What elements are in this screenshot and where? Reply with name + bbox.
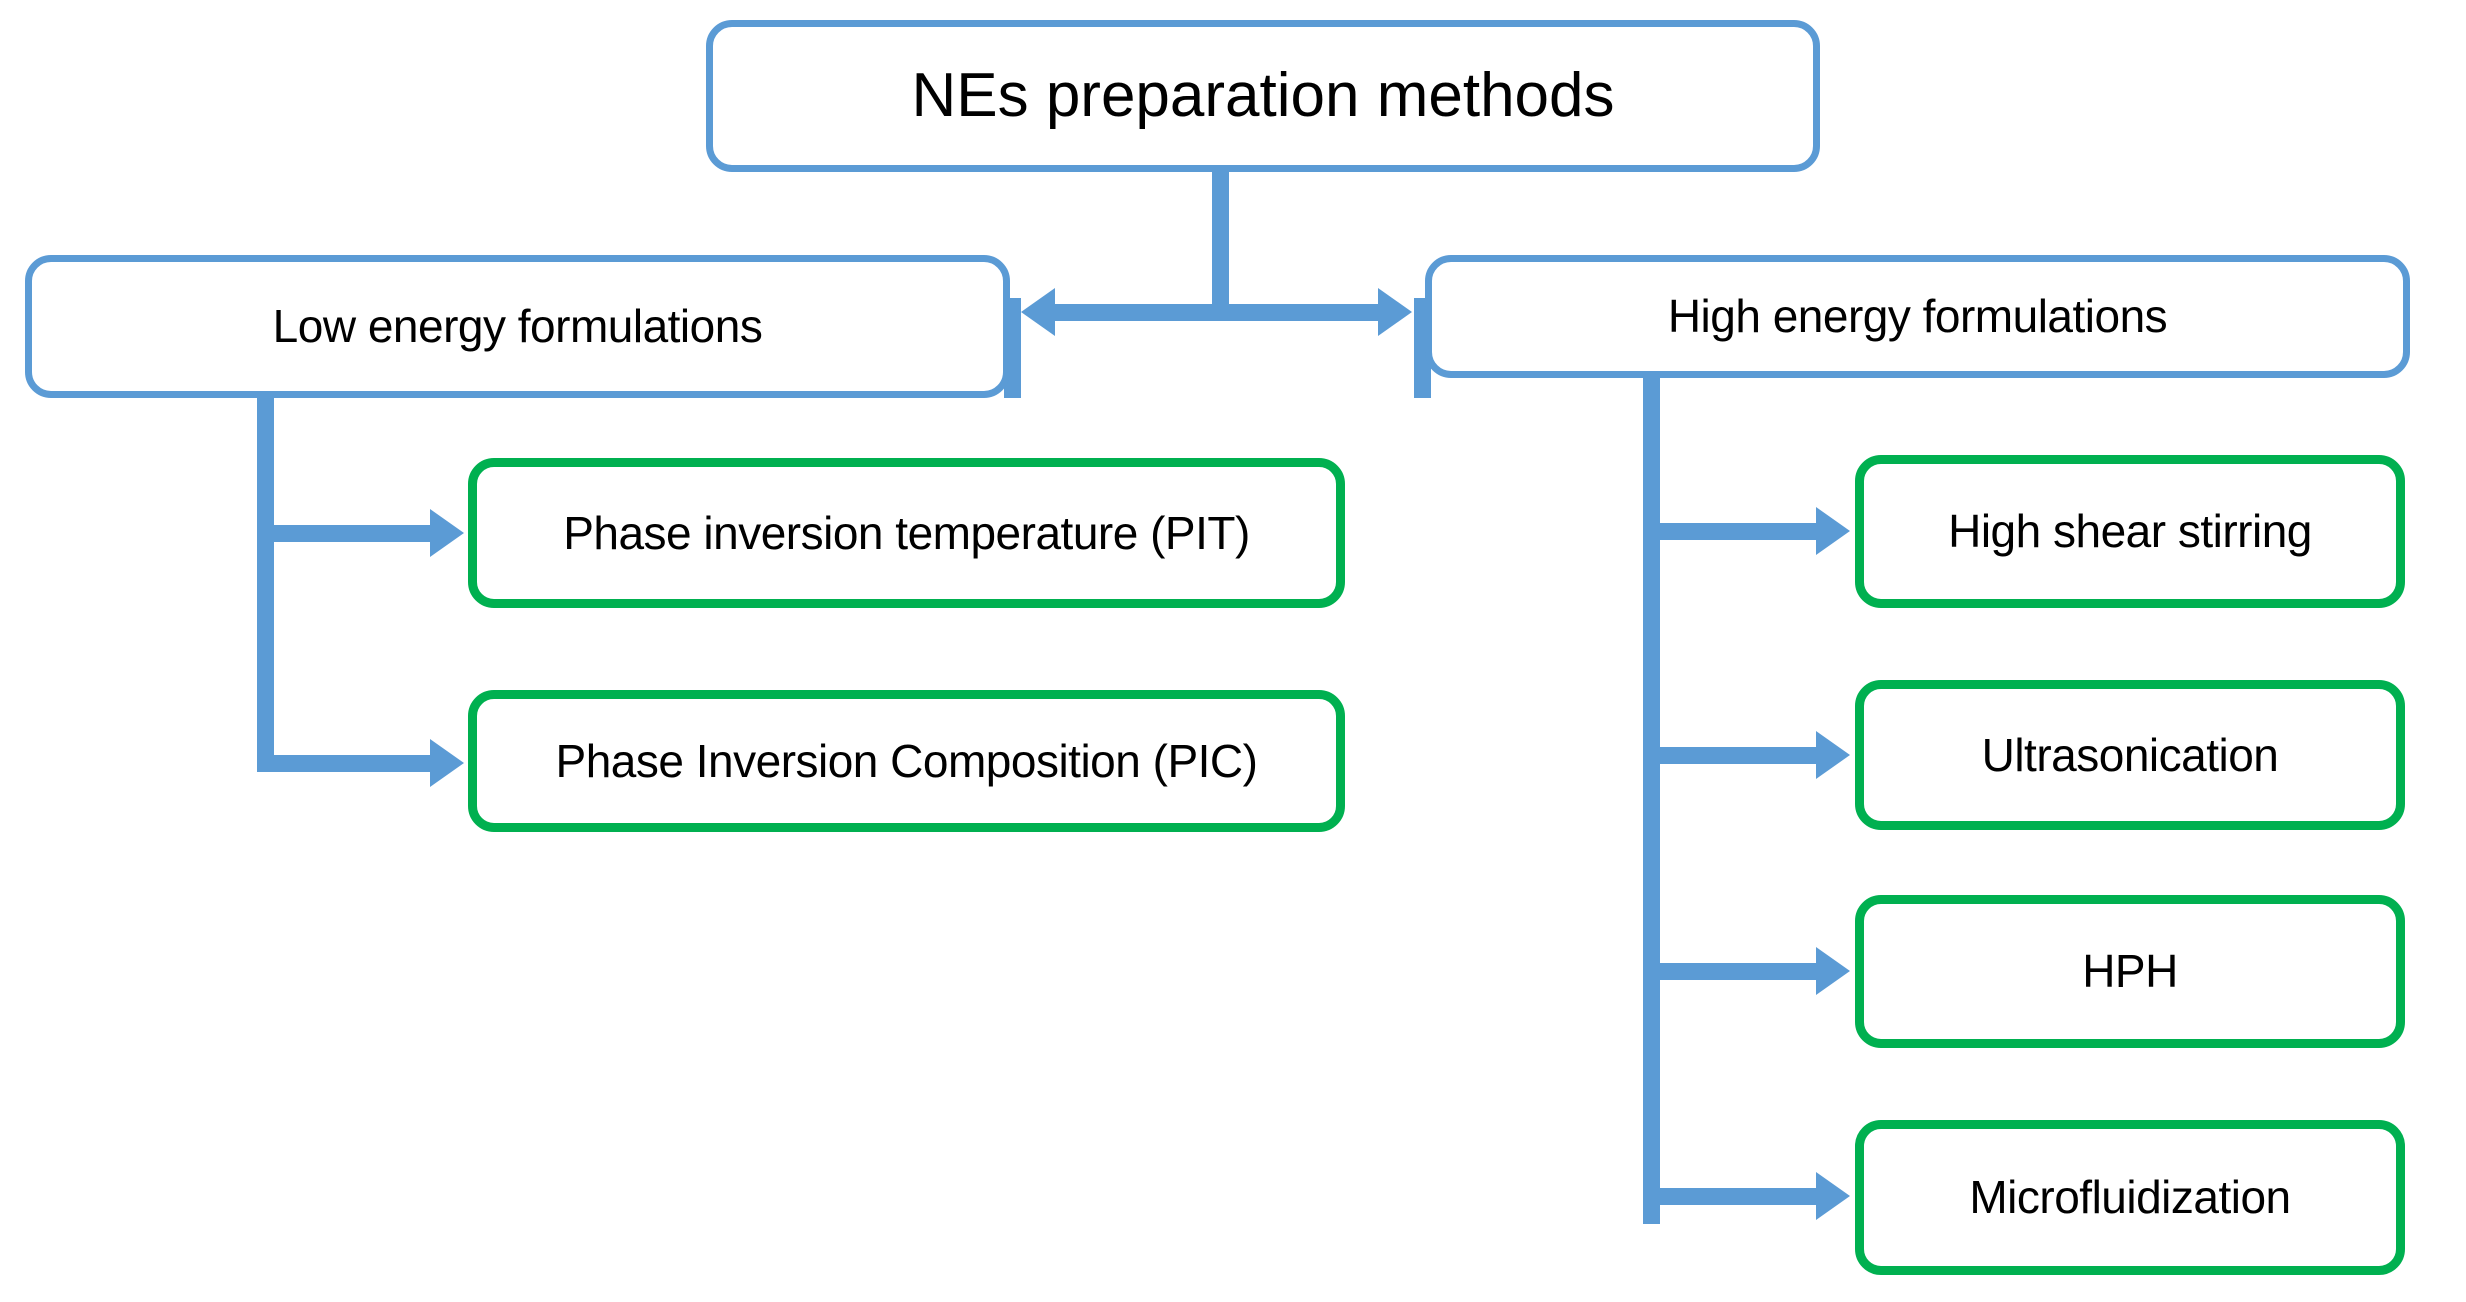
node-high-shear-stirring[interactable]: High shear stirring: [1855, 455, 2405, 608]
arrow-right-icon: [1816, 1172, 1850, 1220]
node-nes-preparation-methods[interactable]: NEs preparation methods: [706, 20, 1820, 172]
arrow-right-icon: [430, 509, 464, 557]
node-microfluidization[interactable]: Microfluidization: [1855, 1120, 2405, 1275]
node-label: Low energy formulations: [272, 300, 763, 353]
arrow-right-icon: [430, 739, 464, 787]
connector-low-to-pic: [257, 755, 432, 772]
connector-high-to-hph: [1643, 963, 1818, 980]
node-label: Microfluidization: [1969, 1171, 2291, 1224]
connector-root-to-high-line: [1212, 304, 1380, 321]
node-phase-inversion-temperature[interactable]: Phase inversion temperature (PIT): [468, 458, 1345, 608]
node-high-energy-formulations[interactable]: High energy formulations: [1425, 255, 2410, 378]
connector-high-to-ultrasonication: [1643, 747, 1818, 764]
connector-root-to-low-line: [1055, 304, 1215, 321]
arrow-right-icon: [1816, 947, 1850, 995]
arrow-right-icon: [1378, 288, 1412, 336]
arrow-left-icon: [1021, 288, 1055, 336]
connector-high-to-high-shear-stirring: [1643, 523, 1818, 540]
connector-root-stem: [1212, 168, 1229, 314]
node-label: High shear stirring: [1948, 505, 2312, 558]
arrow-right-icon: [1816, 507, 1850, 555]
connector-high-trunk: [1643, 374, 1660, 1224]
node-label: Ultrasonication: [1981, 728, 2279, 781]
connector-low-to-pit: [257, 525, 432, 542]
node-label: Phase inversion temperature (PIT): [563, 506, 1250, 559]
arrow-right-icon: [1816, 731, 1850, 779]
node-label: High energy formulations: [1667, 290, 2168, 343]
node-ultrasonication[interactable]: Ultrasonication: [1855, 680, 2405, 830]
node-label: Phase Inversion Composition (PIC): [555, 734, 1258, 787]
node-label: NEs preparation methods: [911, 61, 1615, 131]
node-phase-inversion-composition[interactable]: Phase Inversion Composition (PIC): [468, 690, 1345, 832]
node-label: HPH: [2082, 945, 2178, 998]
node-hph[interactable]: HPH: [1855, 895, 2405, 1048]
node-low-energy-formulations[interactable]: Low energy formulations: [25, 255, 1010, 398]
connector-low-trunk: [257, 394, 274, 772]
connector-high-to-microfluidization: [1643, 1188, 1818, 1205]
